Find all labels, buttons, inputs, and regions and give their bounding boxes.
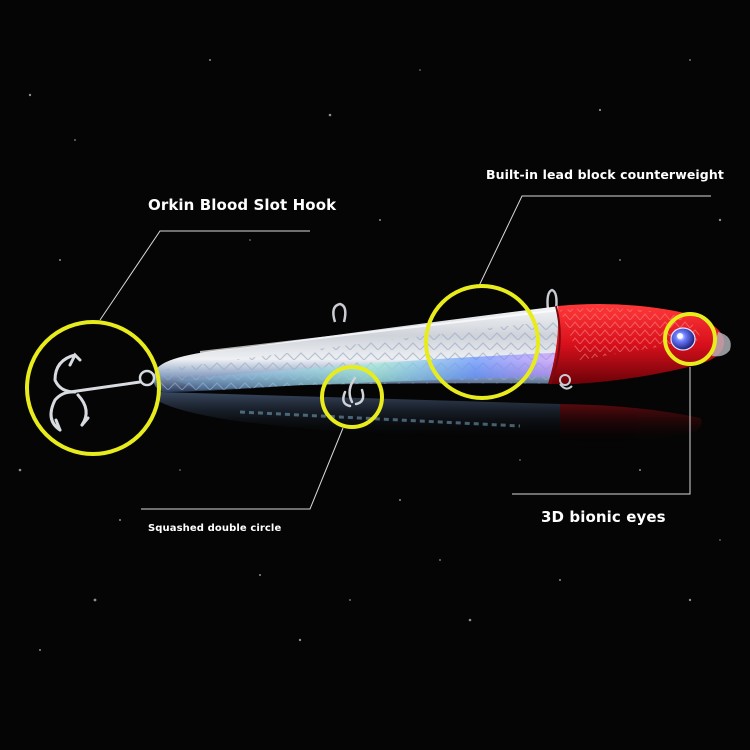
highlight-lead-circle [424,284,540,400]
highlight-eyelet-circle [320,365,384,429]
highlight-hook-circle [25,320,161,456]
treble-hook [49,352,142,432]
circle-callout-label: Squashed double circle [148,523,282,534]
highlight-eye-circle [663,312,717,366]
callout-circle-line [141,427,344,510]
eyes-callout-label: 3D bionic eyes [541,508,666,526]
water-droplets [18,59,722,651]
highlight-circles [25,284,717,456]
lead-callout-label: Built-in lead block counterweight [486,167,724,182]
lure-reflection [160,392,702,442]
lure-eye [670,327,696,351]
callout-hook-line [99,230,310,321]
belly-hook [342,376,365,408]
fishing-lure [49,288,731,432]
callout-lead-line [477,195,711,289]
callout-eyes-line [512,367,691,495]
callout-lines [99,195,711,510]
hook-callout-label: Orkin Blood Slot Hook [148,196,337,214]
